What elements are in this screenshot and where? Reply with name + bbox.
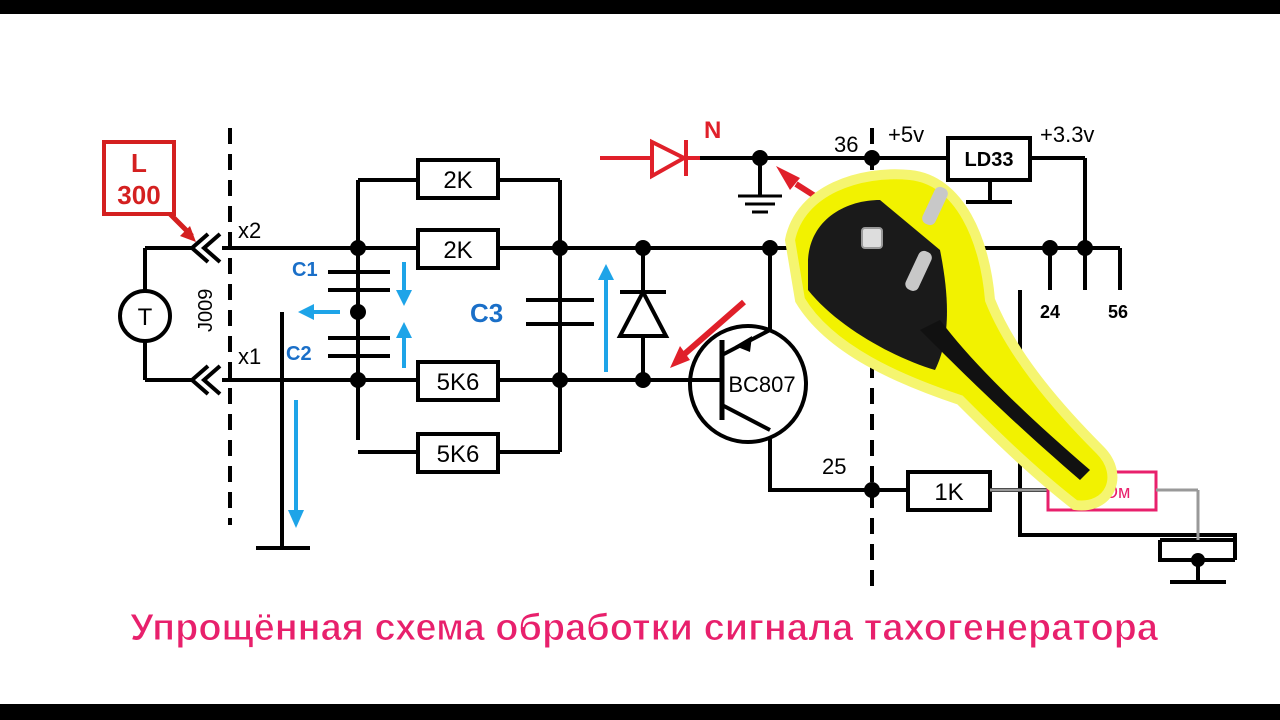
tachogenerator-label: T <box>138 304 153 331</box>
circuit-labels: x2 x1 J009 C1 C2 C3 2K 2K 5K6 5K6 BC807 … <box>195 117 1128 506</box>
transistor-label: BC807 <box>728 372 795 397</box>
junction-dots <box>350 150 1205 567</box>
diode-vertical <box>616 287 670 338</box>
plus-3v3-label: +3.3v <box>1040 122 1094 147</box>
resistor-2k-mid <box>416 228 500 270</box>
c3-label: C3 <box>470 298 503 328</box>
r-2k-mid-label: 2K <box>443 237 472 264</box>
r-5k6-mid-label: 5K6 <box>437 369 480 396</box>
r-1k-label: 1K <box>934 479 963 506</box>
l-box-top: L <box>131 148 147 178</box>
resistor-1k <box>906 470 992 512</box>
capacitor-c3 <box>526 298 594 326</box>
diagram-canvas <box>0 14 1280 704</box>
regulator-label: LD33 <box>965 149 1014 171</box>
connector-label: J009 <box>195 289 217 332</box>
resistor-5k6-bottom <box>416 432 500 474</box>
l300-callout: L 300 <box>102 140 196 242</box>
transistor-bc807 <box>688 324 808 444</box>
diagram-caption: Упрощённая схема обработки сигнала тахог… <box>130 607 1159 649</box>
x1-label: x1 <box>238 344 261 369</box>
tachogenerator: T <box>118 289 172 343</box>
x2-label: x2 <box>238 218 261 243</box>
blue-arrows <box>288 262 614 528</box>
r-2k-top-label: 2K <box>443 167 472 194</box>
connector-contacts <box>188 232 222 396</box>
r-5k6-bottom-label: 5K6 <box>437 441 480 468</box>
n-label: N <box>704 117 721 144</box>
resistors <box>416 136 1032 512</box>
resistor-5k6-mid <box>416 360 500 402</box>
power-plug-image <box>784 169 1118 511</box>
regulator-box <box>946 136 1032 182</box>
pin-36-label: 36 <box>834 132 858 157</box>
plus-5v-label: +5v <box>888 122 924 147</box>
diode-n <box>600 138 700 180</box>
c1-label: C1 <box>292 259 318 281</box>
ground-symbol <box>738 194 782 214</box>
c2-label: C2 <box>286 343 312 365</box>
pin-56-label: 56 <box>1108 302 1128 322</box>
resistor-2k-top <box>416 158 500 200</box>
pin-24-label: 24 <box>1040 302 1060 322</box>
pin-25-label: 25 <box>822 454 846 479</box>
l-box-bottom: 300 <box>117 180 160 210</box>
